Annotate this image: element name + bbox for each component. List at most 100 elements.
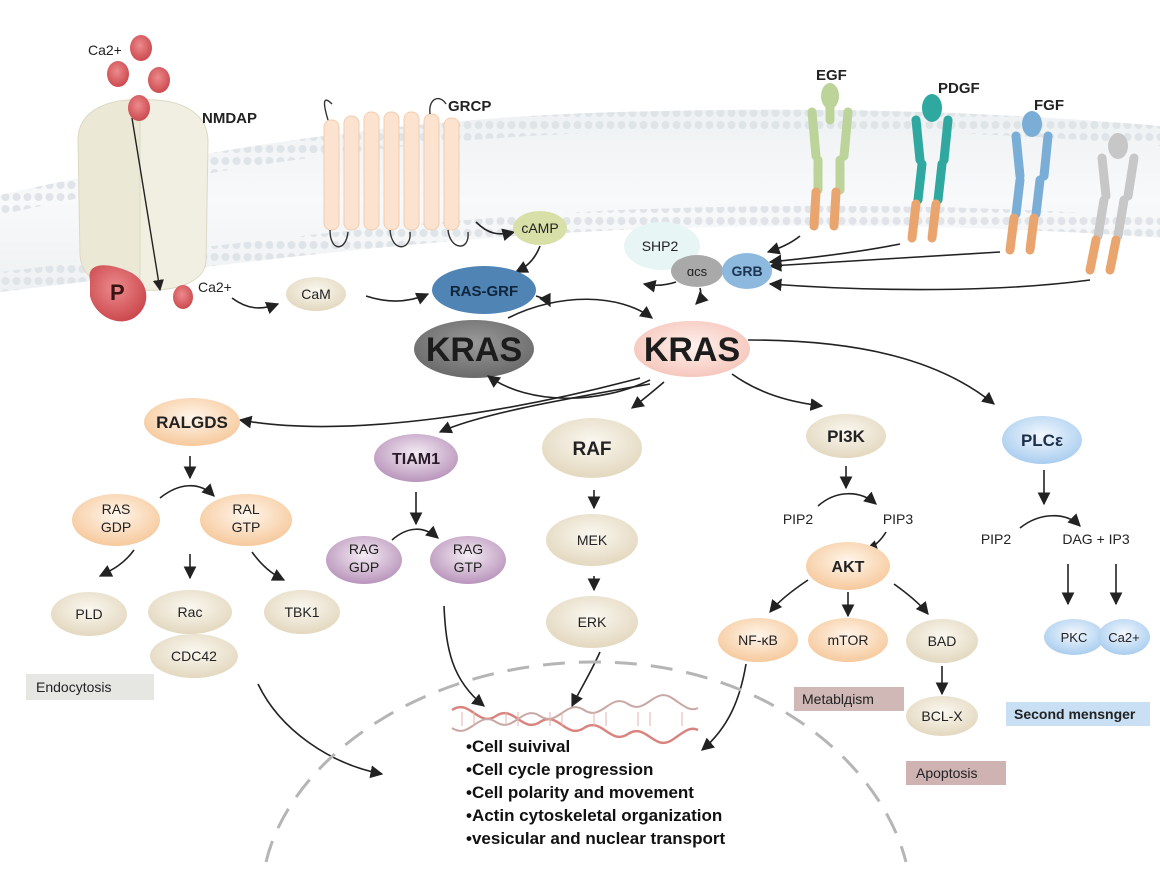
ras-gdp-line1: RAS	[102, 501, 131, 517]
dna-helix	[451, 694, 699, 744]
ca-low-label: Ca2+	[198, 279, 232, 295]
bad-node	[906, 619, 978, 663]
gpcr-receptor	[323, 111, 460, 231]
rac-gtp-line1: RAG	[453, 541, 483, 557]
outcome-item: •vesicular and nuclear transport	[466, 829, 725, 848]
cam-node	[286, 277, 346, 311]
nmda-label: NMDAP	[202, 110, 257, 127]
ralgds-label: RALGDS	[156, 413, 228, 432]
akt-label: AKT	[832, 559, 865, 576]
ca-top-label: Ca2+	[88, 42, 122, 58]
metabolism-label: Metablдism	[802, 691, 874, 707]
sos-node	[671, 255, 723, 287]
plce-label: PLCε	[1021, 431, 1063, 450]
endocytosis-label: Endocytosis	[36, 679, 111, 695]
second-messenger-label: Second mensnger	[1014, 706, 1136, 722]
raf-label: RAF	[572, 439, 611, 460]
egf-receptor	[807, 83, 853, 231]
p-label: P	[110, 280, 125, 305]
tbk1-label: TBK1	[284, 604, 319, 620]
apoptosis-label: Apoptosis	[916, 765, 977, 781]
outcome-item: •Cell polarity and movement	[466, 783, 694, 802]
bad-label: BAD	[928, 633, 957, 649]
pip2-plc-label: PIP2	[981, 531, 1012, 547]
cell-membrane	[0, 109, 1160, 293]
cdc42-node	[150, 634, 238, 678]
nfkb-node	[718, 618, 798, 662]
rac-gtp-node	[430, 536, 506, 584]
akt-node	[806, 542, 890, 590]
rac-gdp-line1: RAG	[349, 541, 379, 557]
ralgds-node	[144, 398, 240, 446]
tiam1-node	[374, 434, 458, 482]
phosphate-node	[89, 265, 147, 322]
rac-label: Rac	[178, 604, 203, 620]
ral-gtp-line1: RAL	[232, 501, 259, 517]
rac-gtp-line2: GTP	[454, 559, 483, 575]
gray-receptor	[1085, 133, 1139, 275]
apoptosis-box	[906, 761, 1006, 785]
nfkb-label: NF-κB	[738, 632, 778, 648]
nmda-receptor	[77, 99, 209, 292]
ca-plc-node	[1098, 619, 1150, 655]
pip2-pi3k-label: PIP2	[783, 511, 814, 527]
metabolism-box	[794, 687, 904, 711]
rac-gdp-node	[326, 536, 402, 584]
kras-inactive-node	[414, 320, 534, 378]
outcome-item: •Cell cycle progression	[466, 760, 653, 779]
pld-node	[51, 592, 127, 636]
sos-label: ɑcs	[687, 264, 708, 279]
cam-label: CaM	[301, 286, 331, 302]
nucleus-boundary	[264, 660, 908, 863]
raf-node	[542, 418, 642, 478]
fgf-label: FGF	[1034, 97, 1064, 114]
tiam1-label: TIAM1	[392, 451, 440, 468]
fgf-receptor	[1005, 111, 1053, 255]
camp-label: cAMP	[521, 220, 558, 236]
grb-label: GRB	[731, 263, 762, 279]
kras-active-node	[634, 321, 750, 377]
grb-node	[722, 253, 772, 289]
camp-node	[513, 211, 567, 245]
pdgf-receptor	[907, 94, 953, 243]
shp2-label: SHP2	[642, 238, 679, 254]
ral-gtp-line2: GTP	[232, 519, 261, 535]
outcome-list: •Cell suivival •Cell cycle progression •…	[466, 737, 725, 848]
kras-active-label: KRAS	[644, 331, 740, 369]
rac-gdp-line2: GDP	[349, 559, 379, 575]
tbk1-node	[264, 590, 340, 634]
mtor-label: mTOR	[828, 632, 869, 648]
mek-node	[546, 514, 638, 566]
pi3k-node	[806, 414, 886, 458]
outcome-item: •Actin cytoskeletal organization	[466, 806, 722, 825]
ras-gdp-line2: GDP	[101, 519, 131, 535]
pkc-node	[1044, 619, 1104, 655]
ras-grf-label: RAS-GRF	[450, 283, 518, 300]
erk-node	[546, 596, 638, 648]
outcome-item: •Cell suivival	[466, 737, 570, 756]
mek-label: MEK	[577, 532, 608, 548]
ras-gdp-node	[72, 494, 160, 546]
endocytosis-box	[26, 674, 154, 700]
cdc42-label: CDC42	[171, 648, 217, 664]
ras-grf-node	[432, 266, 536, 314]
plce-node	[1002, 416, 1082, 464]
ral-gtp-node	[200, 494, 292, 546]
kras-inactive-label: KRAS	[426, 331, 522, 369]
bclx-node	[906, 696, 978, 736]
ca-plc-label: Ca2+	[1108, 630, 1139, 645]
gpcr-label: GRCP	[448, 98, 491, 115]
erk-label: ERK	[578, 614, 607, 630]
rac-node	[148, 590, 232, 634]
pkc-label: PKC	[1061, 630, 1088, 645]
calcium-ions	[107, 35, 193, 309]
pdgf-label: PDGF	[938, 80, 980, 97]
dag-ip3-label: DAG + IP3	[1062, 531, 1130, 547]
bclx-label: BCL-X	[921, 708, 963, 724]
egf-label: EGF	[816, 67, 847, 84]
mtor-node	[808, 618, 888, 662]
pip3-label: PIP3	[883, 511, 914, 527]
pld-label: PLD	[75, 606, 102, 622]
pi3k-label: PI3K	[827, 427, 866, 446]
